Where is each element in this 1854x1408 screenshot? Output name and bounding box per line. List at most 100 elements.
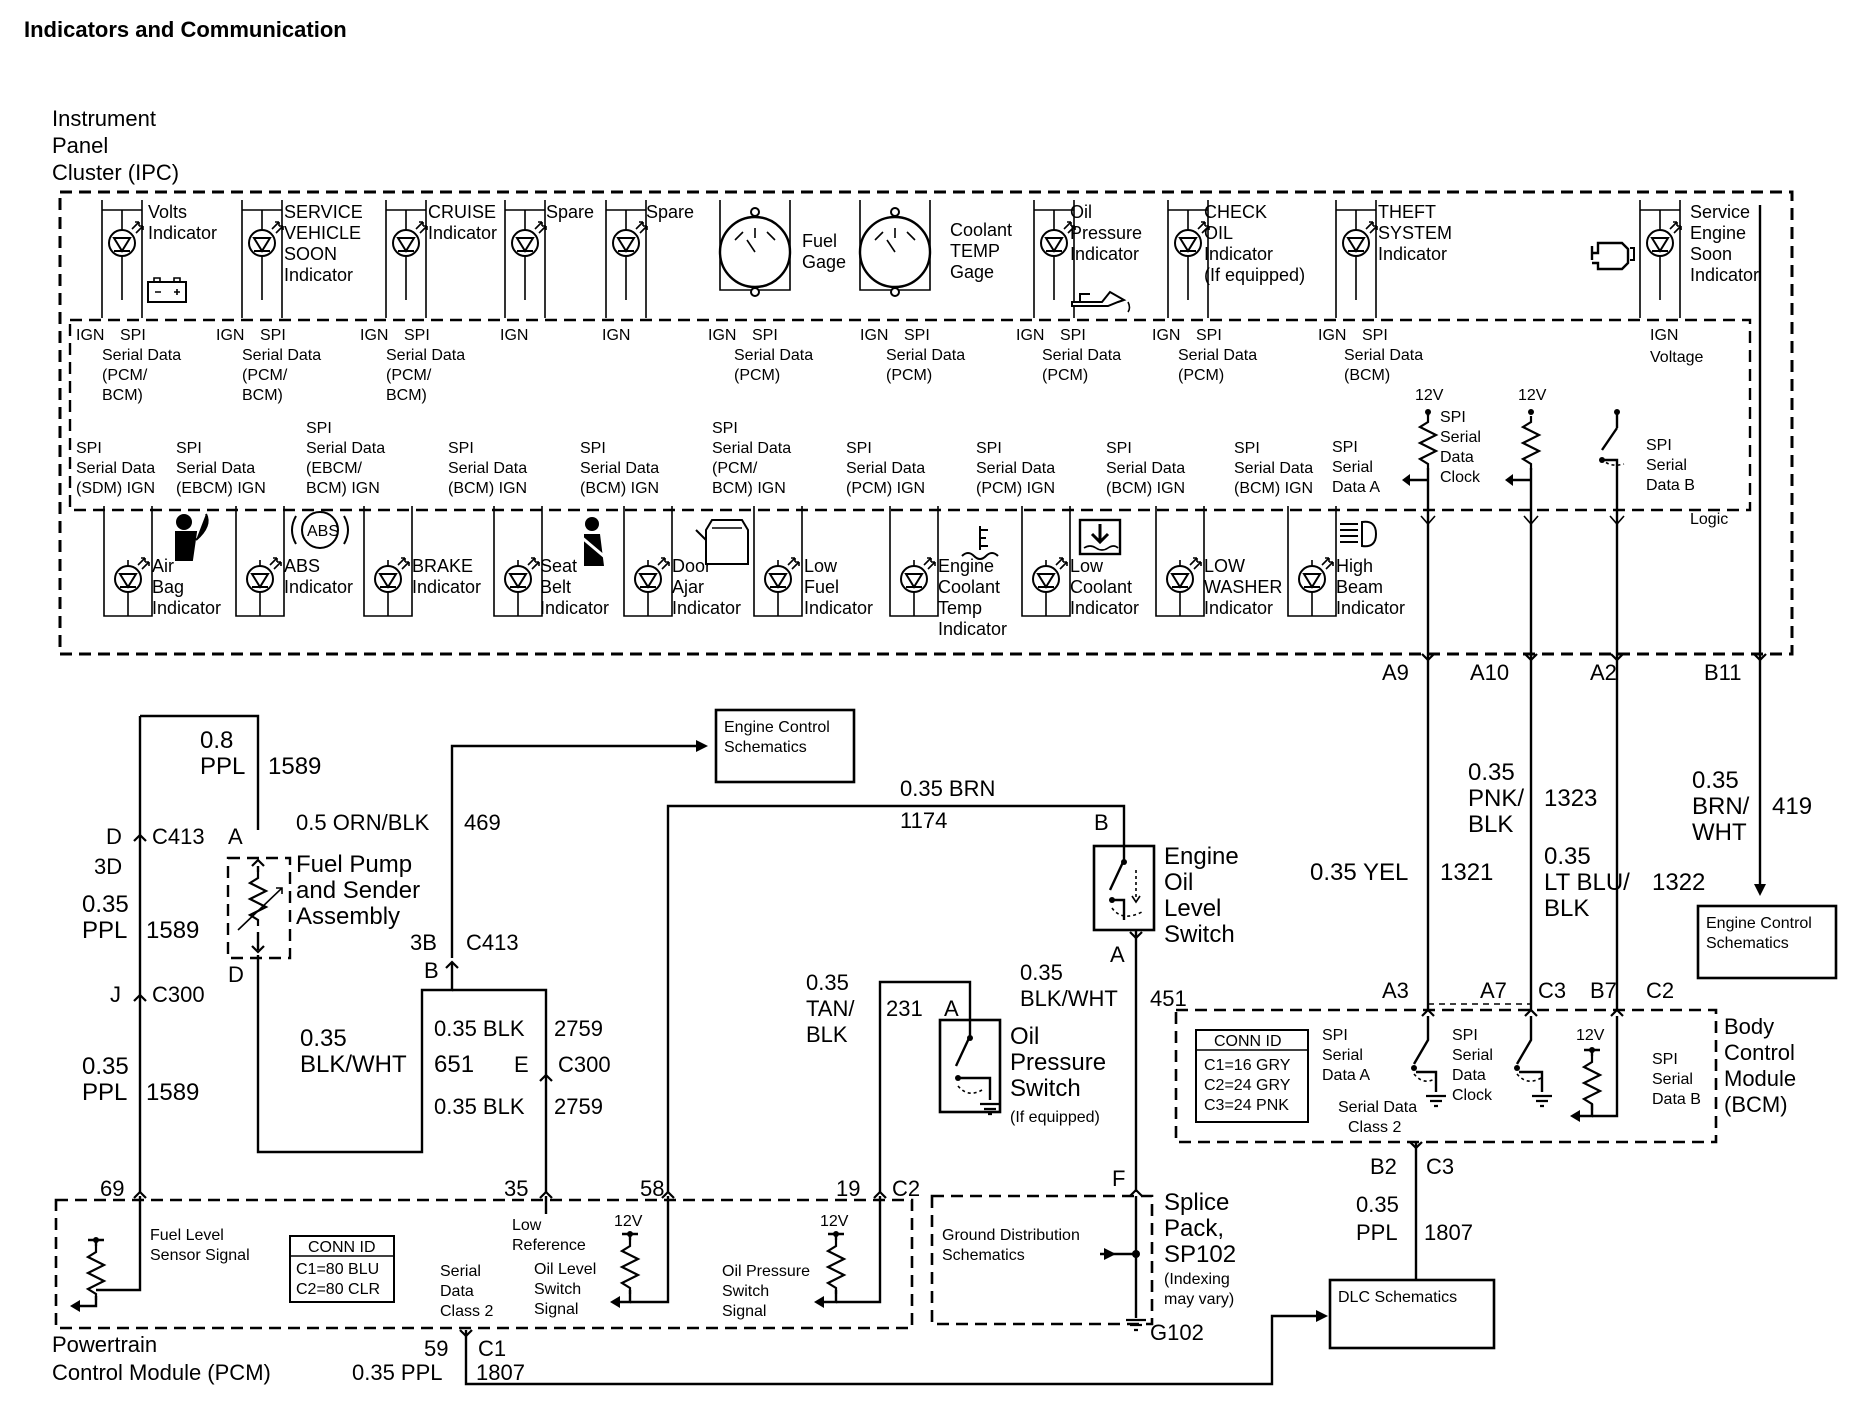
svg-text:59: 59 [424, 1336, 448, 1361]
door-ajar-icon [695, 519, 749, 565]
svg-text:Logic: Logic [1690, 511, 1728, 528]
svg-text:IGN: IGN [500, 327, 528, 344]
svg-text:(PCM): (PCM) [886, 367, 932, 384]
svg-text:IGN: IGN [216, 327, 244, 344]
svg-text:58: 58 [640, 1176, 664, 1201]
svg-text:SPI: SPI [1234, 440, 1260, 457]
svg-text:C300: C300 [152, 982, 205, 1007]
svg-text:Serial Data: Serial Data [306, 440, 385, 457]
engine-icon [1590, 241, 1635, 271]
svg-text:Serial Data: Serial Data [76, 460, 155, 477]
ipc-outline [58, 190, 1794, 656]
svg-text:Serial Data: Serial Data [176, 460, 255, 477]
spare1-label: Spare [546, 202, 594, 222]
svg-text:D: D [228, 962, 244, 987]
svg-text:0.35: 0.35 [806, 970, 849, 995]
svg-text:1589: 1589 [268, 753, 321, 780]
wire-1174: 0.35 BRN 1174 B 58 [640, 776, 1126, 1201]
svg-text:D: D [106, 824, 122, 849]
svg-text:1174: 1174 [900, 808, 947, 833]
bulb-icon [511, 221, 547, 257]
svg-text:SPI: SPI [176, 440, 202, 457]
svg-text:Serial Data: Serial Data [734, 347, 813, 364]
svg-text:SPI: SPI [1362, 327, 1388, 344]
svg-text:1807: 1807 [476, 1360, 525, 1385]
svg-text:SPI: SPI [306, 420, 332, 437]
svg-text:Serial Data: Serial Data [1042, 347, 1121, 364]
svg-text:IGN: IGN [1650, 327, 1678, 344]
svg-text:Serial Data: Serial Data [386, 347, 465, 364]
svg-text:A: A [944, 996, 959, 1021]
svg-text:(PCM): (PCM) [734, 367, 780, 384]
svg-text:231: 231 [886, 996, 923, 1021]
svg-text:0.35: 0.35 [1356, 1192, 1399, 1217]
svg-text:IGN: IGN [1152, 327, 1180, 344]
bulb-icon [1646, 221, 1682, 257]
svg-text:IGN: IGN [76, 327, 104, 344]
svg-text:C413: C413 [152, 824, 205, 849]
page-title: Indicators and Communication [24, 17, 347, 42]
svg-text:DLC Schematics: DLC Schematics [1338, 1289, 1457, 1306]
battery-icon [147, 277, 187, 303]
bulb-icon [1342, 221, 1378, 257]
svg-text:BLK: BLK [806, 1022, 848, 1047]
low-coolant-icon [1078, 518, 1122, 556]
svg-text:PPL: PPL [82, 917, 127, 944]
bulb-icon [504, 557, 540, 593]
svg-text:J: J [110, 982, 121, 1007]
svg-text:12V: 12V [1518, 387, 1547, 404]
bulb-icon [1166, 557, 1202, 593]
svg-text:(EBCM) IGN: (EBCM) IGN [176, 480, 266, 497]
svg-text:(BCM) IGN: (BCM) IGN [1106, 480, 1185, 497]
svg-text:C3: C3 [1538, 978, 1566, 1003]
svg-text:Serial Data: Serial Data [102, 347, 181, 364]
svg-text:A9: A9 [1382, 660, 1409, 685]
svg-text:BCM): BCM) [386, 387, 427, 404]
ipc-inner-outline [68, 318, 1752, 512]
svg-text:0.35: 0.35 [82, 891, 129, 918]
svg-text:SPI: SPI [260, 327, 286, 344]
bulb-icon [1298, 557, 1334, 593]
svg-text:1323: 1323 [1544, 785, 1597, 812]
abs-icon: ABS [291, 511, 349, 549]
svg-text:3D: 3D [94, 854, 122, 879]
high-beam-icon [1340, 520, 1378, 548]
svg-text:(PCM): (PCM) [1178, 367, 1224, 384]
svg-text:IGN: IGN [860, 327, 888, 344]
svg-text:469: 469 [464, 810, 501, 835]
svg-text:0.35 BLK: 0.35 BLK [434, 1094, 525, 1119]
svg-text:Serial Data: Serial Data [580, 460, 659, 477]
svg-text:(PCM/: (PCM/ [386, 367, 432, 384]
svg-text:1589: 1589 [146, 1079, 199, 1106]
